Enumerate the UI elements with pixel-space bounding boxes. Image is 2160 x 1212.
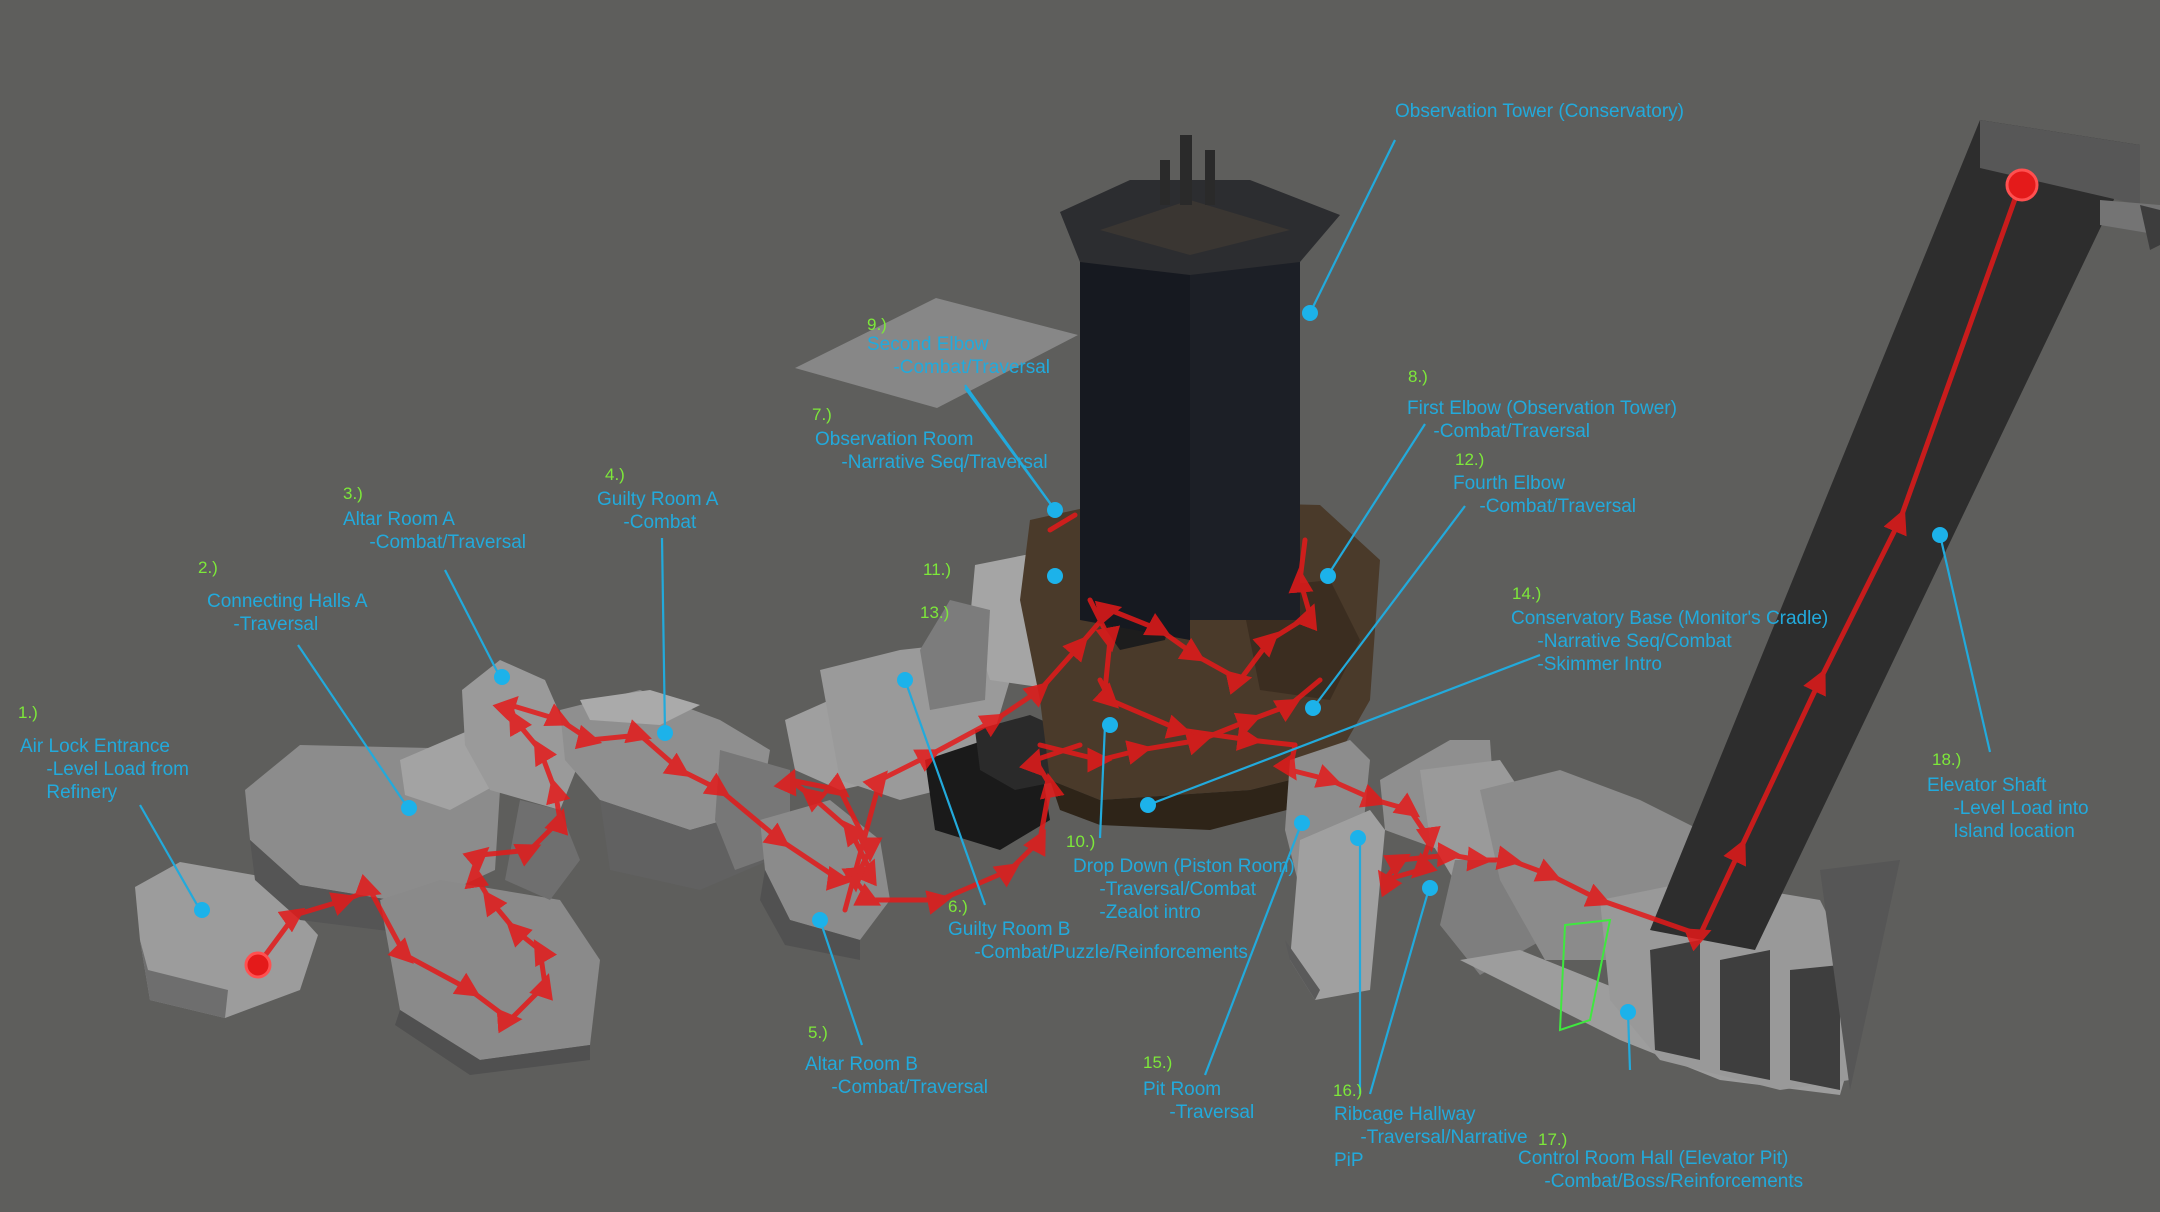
- location-16-number: 16.): [1333, 1081, 1363, 1100]
- location-12-label: Fourth Elbow -Combat/Traversal: [1453, 473, 1637, 517]
- location-9-label: Second Elbow -Combat/Traversal: [867, 334, 1051, 378]
- location-16-label: Ribcage Hallway -Traversal/Narrative PiP: [1334, 1104, 1528, 1171]
- marker-dot-icon: [1932, 527, 1948, 543]
- marker-dot-icon: [1294, 815, 1310, 831]
- location-15-number: 15.): [1143, 1053, 1173, 1072]
- end-point-icon: [2005, 168, 2039, 202]
- location-6-label: Guilty Room B -Combat/Puzzle/Reinforceme…: [948, 919, 1248, 963]
- location-1-number: 1.): [18, 703, 38, 722]
- marker-dots: [194, 305, 1948, 1020]
- location-18-label: Elevator Shaft -Level Load into Island l…: [1927, 775, 2089, 842]
- location-11-number: 11.): [923, 560, 952, 579]
- marker-dot-icon: [1320, 568, 1336, 584]
- leader-lines: [139, 139, 1992, 1095]
- marker-dot-icon: [1302, 305, 1318, 321]
- marker-dot-icon: [1047, 502, 1063, 518]
- location-4-label: Guilty Room A -Combat: [597, 489, 719, 533]
- tower-label: Observation Tower (Conservatory): [1395, 101, 1684, 122]
- location-10-number: 10.): [1066, 832, 1096, 851]
- location-15-label: Pit Room -Traversal: [1143, 1079, 1255, 1123]
- start-point-icon: [244, 951, 272, 979]
- location-7-number: 7.): [812, 405, 832, 424]
- marker-dot-icon: [897, 672, 913, 688]
- marker-dot-icon: [1102, 717, 1118, 733]
- location-18-number: 18.): [1932, 750, 1962, 769]
- location-13-number: 13.): [920, 603, 950, 622]
- marker-dot-icon: [1350, 830, 1366, 846]
- location-10-label: Drop Down (Piston Room) -Traversal/Comba…: [1073, 856, 1295, 923]
- location-3-label: Altar Room A -Combat/Traversal: [343, 509, 527, 553]
- marker-dot-icon: [401, 800, 417, 816]
- observation-tower: [1060, 135, 1340, 640]
- location-2-number: 2.): [198, 558, 218, 577]
- marker-dot-icon: [1047, 568, 1063, 584]
- location-14-number: 14.): [1512, 584, 1542, 603]
- marker-dot-icon: [1620, 1004, 1636, 1020]
- location-7-label: Observation Room -Narrative Seq/Traversa…: [815, 429, 1048, 473]
- marker-dot-icon: [194, 902, 210, 918]
- location-8-number: 8.): [1408, 367, 1428, 386]
- location-14-label: Conservatory Base (Monitor's Cradle) -Na…: [1511, 608, 1829, 675]
- location-2-label: Connecting Halls A -Traversal: [207, 591, 368, 635]
- marker-dot-icon: [494, 669, 510, 685]
- translucent-plane: [795, 298, 1078, 408]
- marker-dot-icon: [812, 912, 828, 928]
- marker-dot-icon: [657, 725, 673, 741]
- location-5-label: Altar Room B -Combat/Traversal: [805, 1054, 989, 1098]
- location-9-number: 9.): [867, 315, 887, 334]
- location-12-number: 12.): [1455, 450, 1485, 469]
- location-17-number: 17.): [1538, 1130, 1568, 1149]
- location-1-label: Air Lock Entrance -Level Load from Refin…: [20, 736, 189, 803]
- location-3-number: 3.): [343, 484, 363, 503]
- marker-dot-icon: [1305, 700, 1321, 716]
- marker-dot-icon: [1140, 797, 1156, 813]
- location-4-number: 4.): [605, 465, 625, 484]
- location-6-number: 6.): [948, 897, 968, 916]
- location-17-label: Control Room Hall (Elevator Pit) -Combat…: [1518, 1148, 1804, 1192]
- marker-dot-icon: [1422, 880, 1438, 896]
- player-path: [255, 182, 2023, 1034]
- location-8-label: First Elbow (Observation Tower) -Combat/…: [1407, 398, 1677, 442]
- location-5-number: 5.): [808, 1023, 828, 1042]
